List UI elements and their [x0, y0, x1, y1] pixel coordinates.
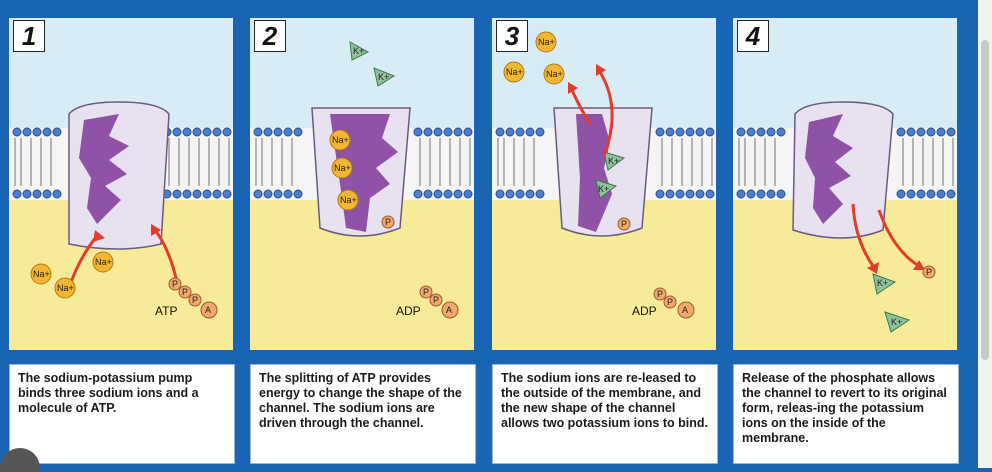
svg-text:K+: K+ [378, 72, 389, 82]
svg-text:P: P [657, 289, 663, 299]
caption-4: Release of the phosphate allows the chan… [733, 364, 959, 464]
panel-2-illustration: Na+ Na+ Na+ P K+ K+ P P A [250, 18, 474, 350]
sodium-ion [92, 251, 114, 273]
adenosine-icon [200, 301, 218, 319]
phosphate-icon [419, 285, 433, 299]
sodium-ion [331, 157, 353, 179]
step-number: 2 [254, 20, 286, 52]
sodium-ion [503, 61, 525, 83]
top-border [0, 0, 992, 6]
phosphate-icon [663, 295, 677, 309]
svg-text:K+: K+ [877, 278, 888, 288]
sodium-ion [30, 263, 52, 285]
svg-text:Na+: Na+ [546, 69, 563, 79]
potassium-ion [373, 67, 396, 87]
svg-text:Na+: Na+ [57, 283, 74, 293]
adp-label: ADP [396, 304, 421, 318]
phosphate-icon [922, 265, 936, 279]
svg-text:P: P [385, 217, 391, 227]
phosphate-icon [429, 293, 443, 307]
svg-text:Na+: Na+ [33, 269, 50, 279]
svg-text:Na+: Na+ [332, 135, 349, 145]
sodium-ion [329, 129, 351, 151]
phosphate-icon [381, 215, 395, 229]
phosphate-icon [178, 285, 192, 299]
svg-text:A: A [205, 305, 211, 315]
svg-text:P: P [423, 287, 429, 297]
svg-text:Na+: Na+ [95, 257, 112, 267]
potassium-ion [349, 41, 370, 61]
step-number: 4 [737, 20, 769, 52]
step-number: 3 [496, 20, 528, 52]
sodium-ion [54, 277, 76, 299]
panel-3: K+ K+ P Na+ Na+ Na+ P P A 3 ADP [492, 18, 716, 350]
svg-text:K+: K+ [608, 156, 619, 166]
svg-text:Na+: Na+ [538, 37, 555, 47]
scrollbar[interactable] [978, 0, 992, 468]
sodium-ion [543, 63, 565, 85]
svg-text:K+: K+ [353, 46, 364, 56]
adp-label: ADP [632, 304, 657, 318]
arrow-3a [570, 89, 592, 125]
binding-pocket-4 [805, 114, 853, 224]
panel-4: K+ K+ P 4 [733, 18, 957, 350]
binding-pocket-1 [79, 114, 129, 224]
arrow-4a [851, 203, 875, 267]
phosphate-icon [617, 217, 631, 231]
caption-1: The sodium-potassium pump binds three so… [9, 364, 235, 464]
panel-3-illustration: K+ K+ P Na+ Na+ Na+ P P A [492, 18, 716, 350]
caption-2: The splitting of ATP provides energy to … [250, 364, 476, 464]
panel-2: Na+ Na+ Na+ P K+ K+ P P A 2 ADP [250, 18, 474, 350]
sodium-ion [337, 189, 359, 211]
potassium-ion [603, 151, 626, 171]
phosphate-icon [188, 293, 202, 307]
svg-text:A: A [446, 305, 452, 315]
svg-text:P: P [621, 219, 627, 229]
arrow-1b [153, 229, 179, 283]
svg-text:P: P [667, 297, 673, 307]
svg-text:K+: K+ [598, 184, 609, 194]
svg-text:P: P [172, 279, 178, 289]
phosphate-icon [653, 287, 667, 301]
potassium-ion [595, 179, 618, 199]
atp-label: ATP [155, 304, 178, 318]
scrollbar-thumb[interactable] [981, 40, 989, 360]
panel-4-illustration: K+ K+ P [733, 18, 957, 350]
arrow-4b [877, 209, 920, 268]
adenosine-icon [441, 301, 459, 319]
svg-text:P: P [433, 295, 439, 305]
svg-text:Na+: Na+ [506, 67, 523, 77]
svg-text:K+: K+ [891, 317, 902, 327]
caption-3: The sodium ions are re-leased to the out… [492, 364, 718, 464]
sodium-ion [535, 31, 557, 53]
panel-1: Na+ Na+ Na+ P P P A 1 ATP [9, 18, 233, 350]
binding-pocket-3 [576, 114, 612, 232]
potassium-ion [872, 273, 897, 295]
svg-text:Na+: Na+ [334, 163, 351, 173]
phosphate-icon [168, 277, 182, 291]
potassium-ion [884, 311, 911, 333]
svg-text:P: P [182, 287, 188, 297]
svg-text:P: P [926, 267, 932, 277]
svg-text:Na+: Na+ [340, 195, 357, 205]
step-number: 1 [13, 20, 45, 52]
adenosine-icon [677, 301, 695, 319]
panel-1-illustration: Na+ Na+ Na+ P P P A [9, 18, 233, 350]
svg-text:A: A [682, 305, 688, 315]
arrow-3b [598, 71, 614, 157]
svg-text:P: P [192, 295, 198, 305]
